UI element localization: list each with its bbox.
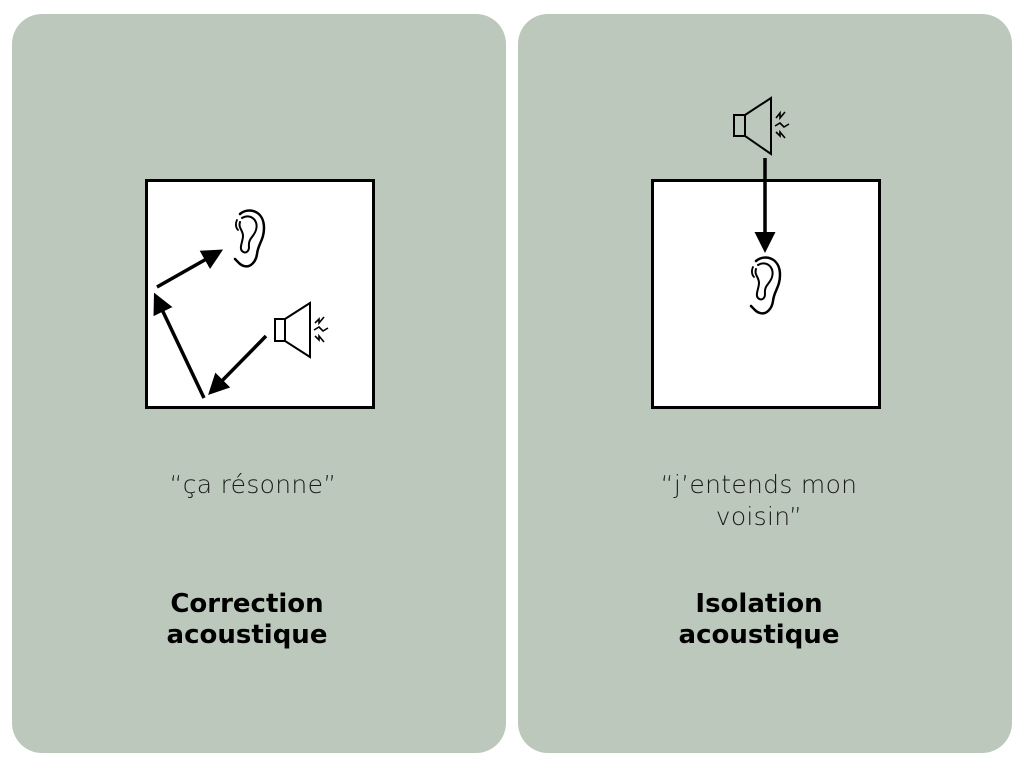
quote-line: voisin” — [715, 502, 803, 531]
panel-title: Isolation acoustique — [512, 589, 1006, 651]
transmission-diagram — [733, 96, 790, 315]
title-line: acoustique — [166, 620, 328, 650]
arrow-wall-to-ear — [156, 249, 224, 289]
title-line: acoustique — [678, 620, 840, 650]
panel-title: Correction acoustique — [0, 589, 494, 651]
speaker-icon — [733, 96, 790, 156]
ear-icon — [233, 209, 266, 268]
quote-text: “j’entends mon voisin” — [512, 469, 1006, 533]
reflection-diagram — [153, 209, 329, 399]
panel-isolation-acoustique: “j’entends mon voisin” Isolation acousti… — [518, 14, 1012, 753]
quote-line: “j’entends mon — [660, 470, 858, 499]
arrow-speaker-to-floor — [208, 334, 268, 395]
quote-line: “ça résonne” — [169, 470, 337, 499]
panel-correction-acoustique: “ça résonne” Correction acoustique — [12, 14, 506, 753]
ear-icon — [749, 256, 782, 315]
quote-text: “ça résonne” — [6, 469, 500, 501]
title-line: Isolation — [695, 589, 823, 619]
room-box — [145, 179, 375, 409]
title-line: Correction — [170, 589, 324, 619]
speaker-icon — [274, 301, 329, 359]
arrow-floor-to-wall — [153, 292, 206, 399]
